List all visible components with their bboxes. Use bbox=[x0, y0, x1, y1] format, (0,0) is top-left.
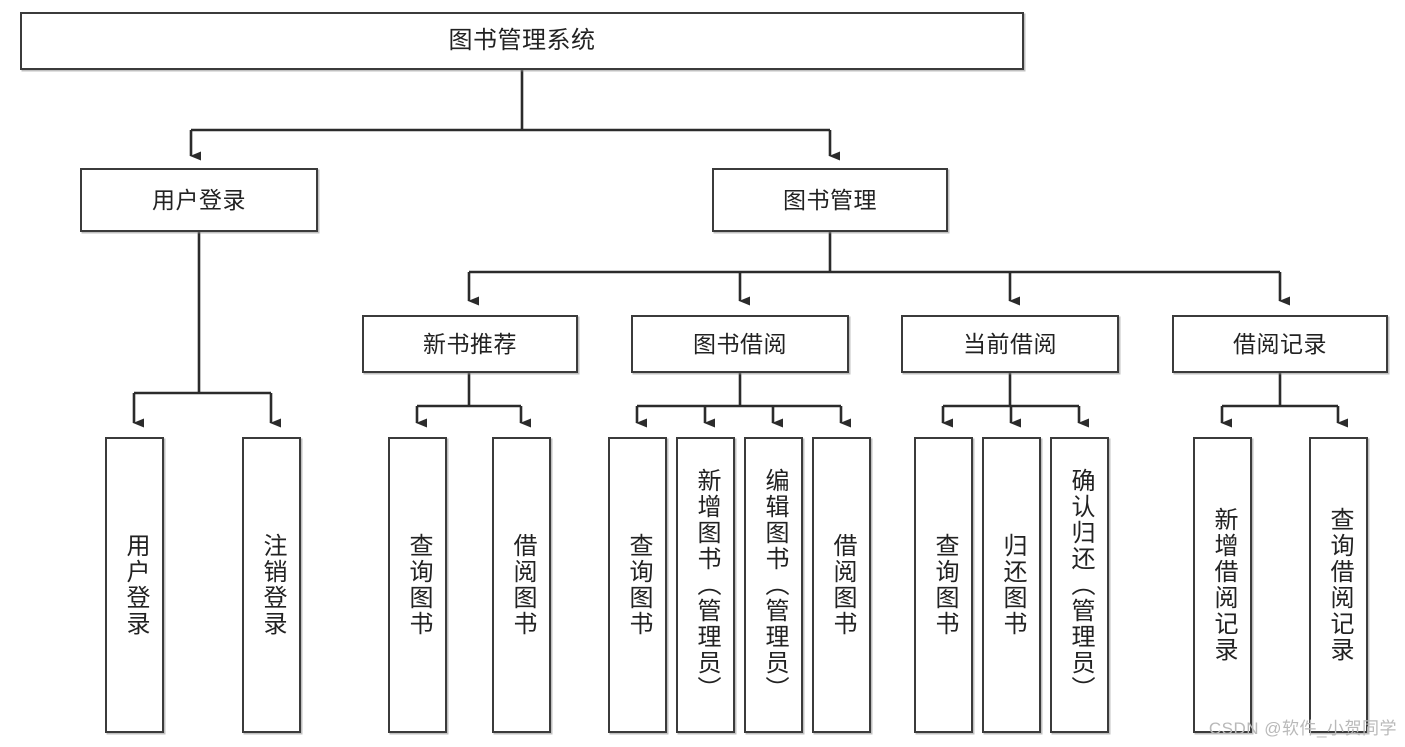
node-current-borrow[interactable]: 当前借阅 bbox=[901, 315, 1119, 373]
leaf-current-confirm-return-admin[interactable]: 确认归还（管理员） bbox=[1050, 437, 1109, 733]
leaf-current-query-book[interactable]: 查询图书 bbox=[914, 437, 973, 733]
node-label: 确认归还（管理员） bbox=[1066, 468, 1094, 702]
leaf-borrow-edit-book-admin[interactable]: 编辑图书（管理员） bbox=[744, 437, 803, 733]
node-label: 查询图书 bbox=[624, 533, 652, 637]
node-book-borrow[interactable]: 图书借阅 bbox=[631, 315, 849, 373]
node-label: 借阅图书 bbox=[508, 533, 536, 637]
leaf-borrow-add-book-admin[interactable]: 新增图书（管理员） bbox=[676, 437, 735, 733]
node-borrow-record[interactable]: 借阅记录 bbox=[1172, 315, 1388, 373]
node-label: 查询图书 bbox=[404, 533, 432, 637]
leaf-borrow-query-book[interactable]: 查询图书 bbox=[608, 437, 667, 733]
node-label: 编辑图书（管理员） bbox=[760, 468, 788, 702]
node-root-system[interactable]: 图书管理系统 bbox=[20, 12, 1024, 70]
node-label: 注销登录 bbox=[258, 533, 286, 637]
leaf-current-return-book[interactable]: 归还图书 bbox=[982, 437, 1041, 733]
node-label: 查询借阅记录 bbox=[1325, 507, 1353, 663]
node-label: 新书推荐 bbox=[423, 330, 517, 357]
node-label: 新增借阅记录 bbox=[1209, 507, 1237, 663]
node-user-login[interactable]: 用户登录 bbox=[80, 168, 318, 232]
node-label: 用户登录 bbox=[152, 186, 246, 213]
node-label: 借阅图书 bbox=[828, 533, 856, 637]
leaf-logout[interactable]: 注销登录 bbox=[242, 437, 301, 733]
node-label: 图书借阅 bbox=[693, 330, 787, 357]
node-book-management[interactable]: 图书管理 bbox=[712, 168, 948, 232]
node-label: 借阅记录 bbox=[1233, 330, 1327, 357]
node-label: 图书管理 bbox=[783, 186, 877, 213]
node-label: 查询图书 bbox=[930, 533, 958, 637]
node-label: 当前借阅 bbox=[963, 330, 1057, 357]
node-label: 图书管理系统 bbox=[448, 27, 596, 55]
leaf-record-query-record[interactable]: 查询借阅记录 bbox=[1309, 437, 1368, 733]
node-new-book-recommend[interactable]: 新书推荐 bbox=[362, 315, 578, 373]
csdn-watermark: CSDN @软件_小贺同学 bbox=[1208, 719, 1397, 738]
node-label: 归还图书 bbox=[998, 533, 1026, 637]
leaf-newbook-borrow-book[interactable]: 借阅图书 bbox=[492, 437, 551, 733]
leaf-borrow-borrow-book[interactable]: 借阅图书 bbox=[812, 437, 871, 733]
node-label: 新增图书（管理员） bbox=[692, 468, 720, 702]
leaf-record-add-record[interactable]: 新增借阅记录 bbox=[1193, 437, 1252, 733]
leaf-newbook-query-book[interactable]: 查询图书 bbox=[388, 437, 447, 733]
node-label: 用户登录 bbox=[121, 533, 149, 637]
leaf-user-login[interactable]: 用户登录 bbox=[105, 437, 164, 733]
